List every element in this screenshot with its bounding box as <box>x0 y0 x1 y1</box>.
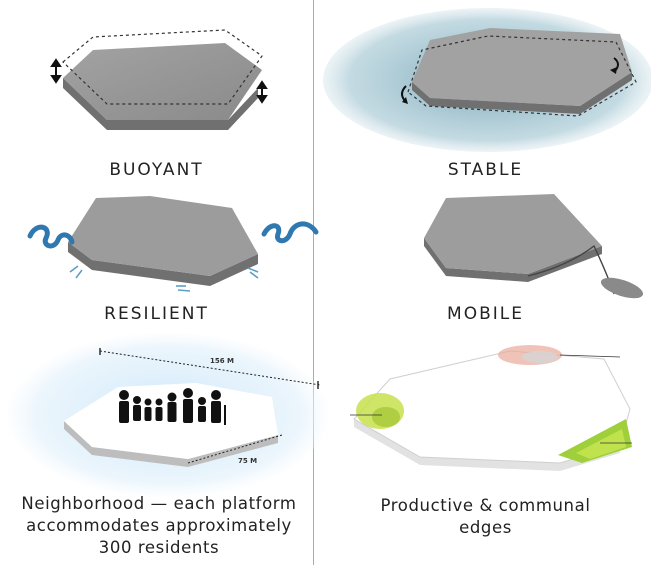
mobile-label: MOBILE <box>447 304 524 324</box>
splash-icon <box>69 265 259 292</box>
tree-canopy <box>558 419 632 463</box>
buoyant-platform-top <box>63 43 262 120</box>
buoyant-platform-diagram <box>50 29 268 130</box>
callout-line <box>559 354 621 358</box>
edges-platform-side <box>354 419 620 471</box>
center-divider <box>313 0 314 565</box>
stable-panel: STABLE <box>320 0 651 190</box>
resilient-label: RESILIENT <box>104 304 209 324</box>
mobile-platform-side <box>424 238 602 282</box>
tugboat-icon <box>600 277 644 299</box>
up-down-arrow-icon <box>50 58 62 84</box>
rotate-arrow-head <box>610 67 617 74</box>
edges-platform-diagram <box>350 345 632 471</box>
family-icon <box>119 388 226 425</box>
resilient-panel: RESILIENT <box>0 190 319 335</box>
length-dimension-label: 156 M <box>210 357 234 365</box>
width-dimension-label: 75 M <box>238 457 257 465</box>
stable-platform-side <box>412 72 632 114</box>
community-area <box>498 345 562 365</box>
mobile-panel: MOBILE <box>320 190 651 335</box>
wave-icon <box>27 224 75 249</box>
up-down-arrow-icon <box>256 80 268 104</box>
resilient-platform-diagram <box>27 196 319 292</box>
rotate-arrow-head <box>402 97 408 104</box>
stable-platform-top <box>412 28 632 106</box>
resilient-platform-top <box>68 196 258 276</box>
stable-label: STABLE <box>447 160 524 180</box>
edges-platform-top <box>353 350 631 464</box>
buoyant-panel: BUOYANT <box>0 0 313 190</box>
neighborhood-caption: Neighborhood — each platform accommodate… <box>21 494 297 557</box>
wave-icon <box>261 221 319 244</box>
stable-platform-diagram <box>323 8 651 152</box>
mobile-platform-diagram <box>424 194 644 299</box>
garden-area <box>356 393 404 429</box>
neighborhood-platform-diagram: 156 M 75 M <box>8 333 328 497</box>
neighborhood-panel: 156 M 75 M Neighborhood — each platform … <box>0 333 328 565</box>
buoyant-label: BUOYANT <box>109 160 204 180</box>
edges-caption: Productive & communal edges <box>380 496 591 537</box>
resilient-platform-side <box>68 242 258 286</box>
stable-dashed-outline <box>407 35 637 117</box>
neighborhood-platform-side <box>64 421 278 467</box>
mobile-platform-top <box>424 194 602 274</box>
width-dimension-line <box>187 434 283 464</box>
length-dimension-line <box>99 350 321 386</box>
edges-panel: Productive & communal edges <box>320 335 651 565</box>
buoyant-dashed-outline <box>62 29 263 105</box>
